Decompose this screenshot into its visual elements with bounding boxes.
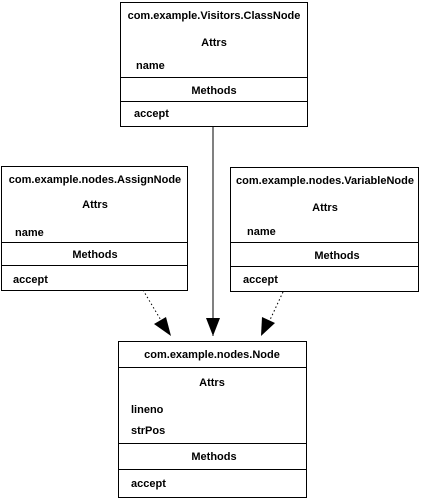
attr-name: name (136, 60, 165, 72)
methods-title: Methods (191, 85, 236, 97)
class-name: com.example.nodes.VariableNode (236, 175, 414, 187)
relation-assignnode-to-node (142, 289, 163, 323)
class-box-assignnode: com.example.nodes.AssignNode Attrs name … (1, 166, 188, 291)
class-box-node: com.example.nodes.Node Attrs lineno strP… (118, 341, 307, 498)
method-accept: accept (13, 274, 48, 286)
attr-strpos: strPos (131, 425, 165, 437)
methods-title: Methods (191, 451, 236, 463)
method-accept: accept (243, 274, 278, 286)
relation-variablenode-to-node (268, 291, 284, 323)
relations (142, 127, 284, 336)
class-box-border (230, 167, 419, 292)
attrs-title: Attrs (199, 377, 225, 389)
attrs-title: Attrs (82, 199, 108, 211)
methods-title: Methods (72, 249, 117, 261)
arrowhead-classnode (206, 318, 220, 336)
arrowhead-variablenode (261, 317, 275, 336)
class-box-classnode: com.example.Visitors.ClassNode Attrs nam… (120, 2, 308, 127)
arrowhead-assignnode (154, 317, 171, 336)
attrs-title: Attrs (312, 202, 338, 214)
class-name: com.example.nodes.Node (144, 349, 280, 361)
class-name: com.example.Visitors.ClassNode (128, 10, 301, 22)
attr-name: name (15, 227, 44, 239)
method-accept: accept (131, 478, 166, 490)
attrs-title: Attrs (201, 37, 227, 49)
class-box-variablenode: com.example.nodes.VariableNode Attrs nam… (230, 167, 419, 292)
methods-title: Methods (314, 250, 359, 262)
method-accept: accept (134, 108, 169, 120)
class-box-border (118, 341, 307, 498)
class-name: com.example.nodes.AssignNode (9, 174, 181, 186)
attr-name: name (247, 226, 276, 238)
class-box-border (120, 2, 308, 127)
class-box-border (1, 166, 188, 291)
attr-lineno: lineno (131, 404, 164, 416)
